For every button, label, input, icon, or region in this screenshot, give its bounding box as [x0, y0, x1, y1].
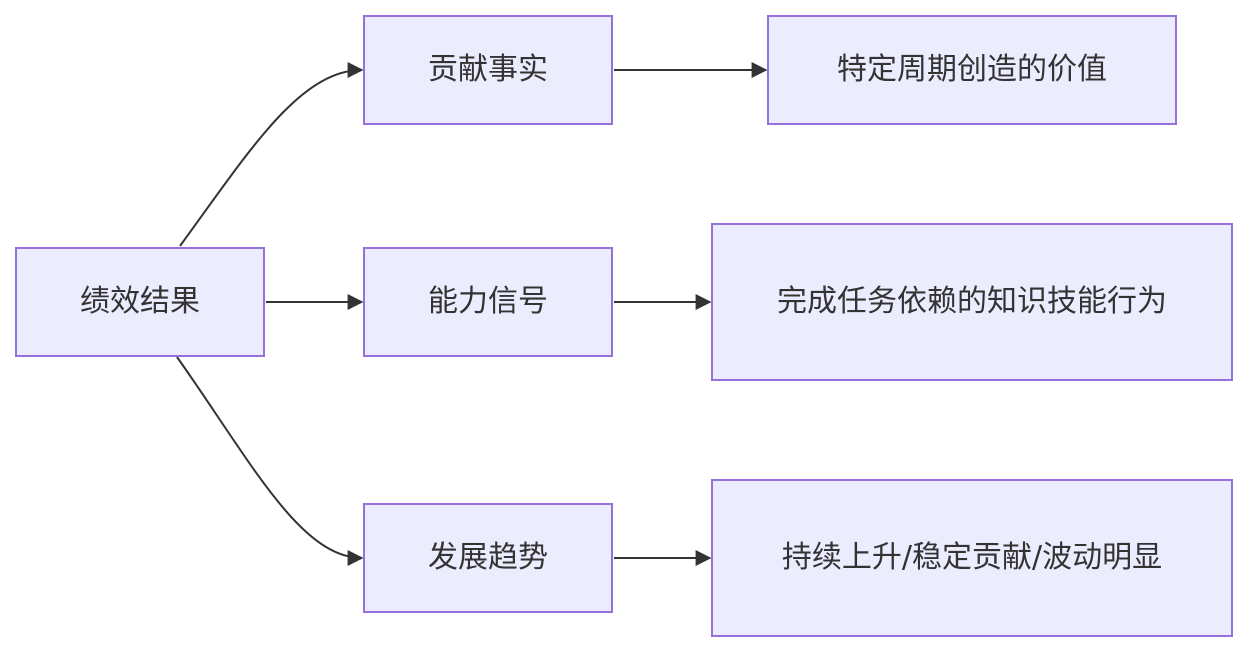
node-capability-detail[interactable]: 完成任务依赖的知识技能行为: [711, 223, 1233, 381]
node-performance-result[interactable]: 绩效结果: [15, 247, 265, 357]
node-label: 完成任务依赖的知识技能行为: [777, 284, 1167, 319]
node-capability-signal[interactable]: 能力信号: [363, 247, 613, 357]
edge-root-to-trend: [176, 356, 364, 566]
node-development-trend[interactable]: 发展趋势: [363, 503, 613, 613]
node-label: 能力信号: [428, 284, 548, 319]
node-label: 绩效结果: [80, 284, 200, 319]
node-label: 持续上升/稳定贡献/波动明显: [781, 540, 1163, 575]
edge-root-to-contribution: [179, 62, 364, 247]
node-label: 发展趋势: [428, 540, 548, 575]
node-trend-detail[interactable]: 持续上升/稳定贡献/波动明显: [711, 479, 1233, 637]
node-label: 贡献事实: [428, 52, 548, 87]
node-label: 特定周期创造的价值: [837, 52, 1107, 87]
node-contribution-detail[interactable]: 特定周期创造的价值: [767, 15, 1177, 125]
node-contribution-facts[interactable]: 贡献事实: [363, 15, 613, 125]
